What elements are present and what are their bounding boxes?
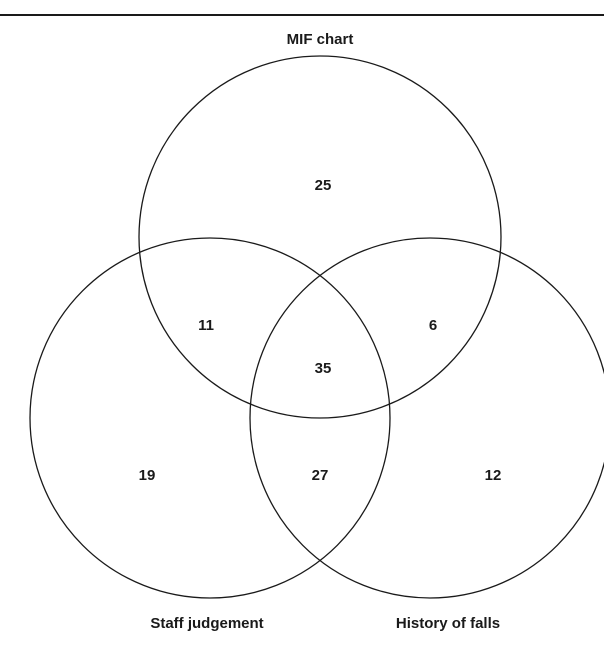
mif-chart-label: MIF chart [287, 31, 354, 48]
mif-only-count: 25 [315, 177, 332, 194]
staff-only-count: 19 [139, 467, 156, 484]
staff-judgement-label: Staff judgement [150, 615, 263, 632]
history-of-falls-label: History of falls [396, 615, 500, 632]
all-three-count: 35 [315, 360, 332, 377]
mif-chart-circle [138, 55, 502, 419]
staff-judgement-circle [29, 237, 391, 599]
mif-falls-count: 6 [429, 317, 437, 334]
history-of-falls-circle [249, 237, 604, 599]
staff-falls-count: 27 [312, 467, 329, 484]
falls-only-count: 12 [485, 467, 502, 484]
mif-staff-count: 11 [198, 317, 214, 334]
top-rule [0, 14, 604, 16]
